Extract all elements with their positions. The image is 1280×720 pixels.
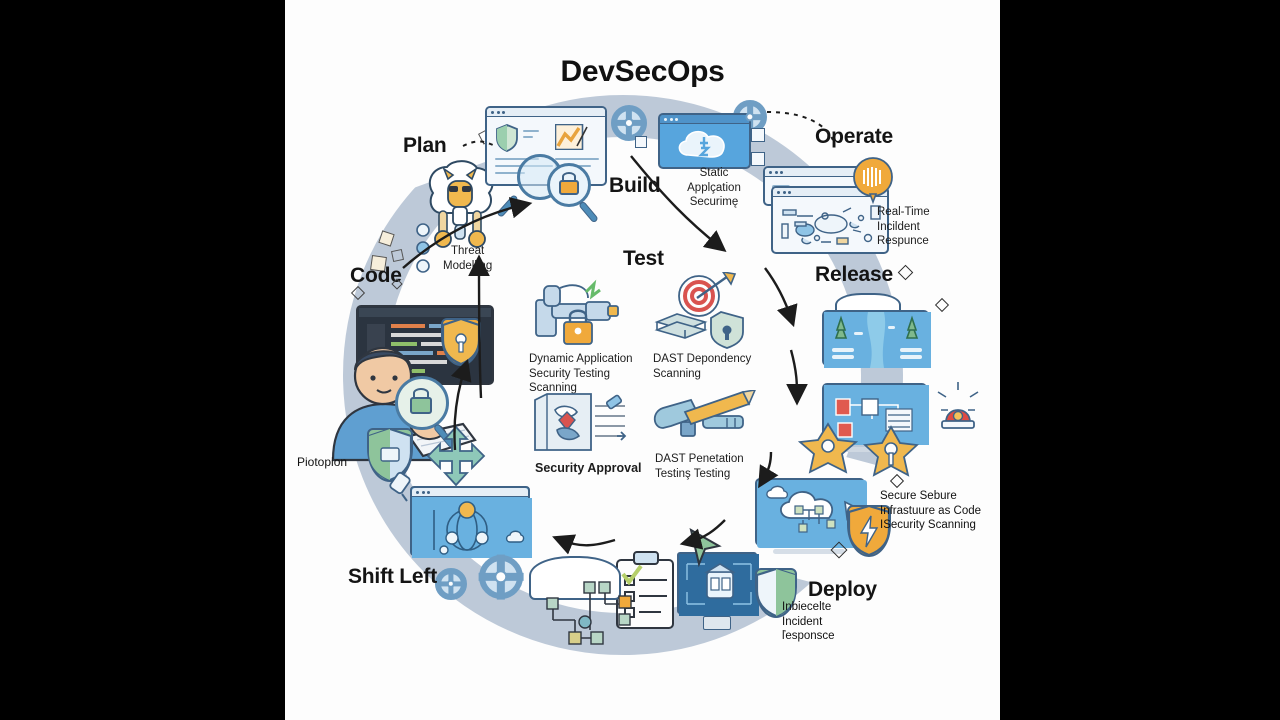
expand-arrows-icon [425,425,487,487]
deploy-monitor [677,552,759,616]
monitor-stand [703,616,731,630]
security-approval-icon [533,392,637,456]
stage-caption-build: Static Applçation Securimę [687,167,741,209]
plug-icon [383,470,417,504]
deploy-laptop-window [755,478,867,548]
cloud-network-diagram [535,574,645,654]
stage-label-plan: Plan [403,134,447,157]
gear-icon [435,568,467,600]
shield-icon [847,505,891,557]
lock-icon [559,180,579,195]
laptop-base [773,549,845,554]
llama-illustration [415,155,505,255]
stage-label-deploy: Deploy [808,578,877,601]
stage-caption-incident: Inbiecelte Incident ľesponsce [782,601,835,643]
stage-caption-deploy: Secure Sebure Infrastuure as Code ISecur… [880,490,982,532]
shiftleft-pipeline-window [410,486,532,558]
shield-icon [755,568,797,618]
lock-shackle-icon [562,172,576,181]
node-square [635,136,647,148]
shield-icon [367,428,413,482]
stage-label-shiftleft: Shift Left [348,565,437,588]
infographic-canvas: DevSecOps Plan Threat Modelling [285,0,1000,720]
stage-caption-code: Piotopion [297,455,348,469]
node-square [751,128,765,142]
robot-arm-icon [530,278,630,348]
test-item-label-2: Security Approval [535,461,642,475]
test-item-label-0: Dynamic Application Security Testing Sca… [529,353,633,395]
node-square [751,152,765,166]
stage-label-build: Build [609,174,661,197]
stage-label-operate: Operate [815,125,893,148]
lightbulb-icon [852,156,894,208]
pentest-icon [651,388,757,448]
stage-label-test: Test [623,247,664,270]
target-dependency-icon [653,270,753,350]
test-item-label-3: DAST Penetation Testinş Testing [655,453,744,480]
lock-shackle-icon [413,388,429,398]
page-title: DevSecOps [560,55,725,88]
test-item-label-1: DAST Depondency Scanning [653,353,752,380]
stage-caption-operate: Real-Time Incildent Respunce [877,206,930,248]
operate-dashboard-window [771,186,889,254]
release-env-window [822,310,931,368]
flow-arrows [402,111,834,555]
lock-icon [410,397,432,414]
stage-label-code: Code [350,264,402,287]
stage-label-release: Release [815,263,893,286]
key-icon [797,420,859,478]
letterbox-left [0,0,285,720]
gear-icon [611,105,647,141]
gear-icon [479,555,523,599]
key-icon [862,424,920,480]
letterbox-right [995,0,1280,720]
shield-icon [495,124,519,152]
build-pipeline-window [658,113,751,169]
chart-icon [554,123,589,151]
cloud-icon [529,556,621,600]
decor-dots [415,222,431,280]
release-monitor-window [822,383,929,445]
siren-icon [935,380,981,434]
